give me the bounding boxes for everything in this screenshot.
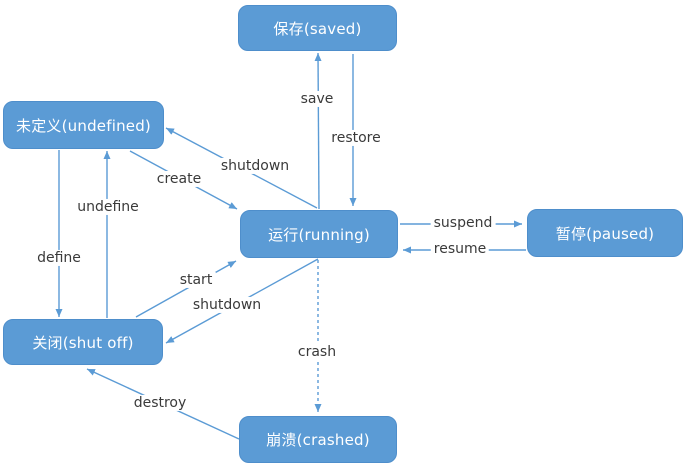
edge-label-resume: resume	[430, 240, 490, 258]
state-node-shutoff: 关闭(shut off)	[3, 319, 163, 365]
edge-start-arrow	[135, 260, 237, 318]
state-node-undefined: 未定义(undefined)	[3, 101, 164, 149]
edge-label-define: define	[34, 249, 84, 267]
edge-save-arrow	[314, 52, 322, 210]
edge-label-suspend: suspend	[430, 214, 496, 232]
state-node-saved: 保存(saved)	[238, 5, 397, 51]
edge-label-crash: crash	[294, 343, 340, 361]
edge-label-destroy: destroy	[130, 394, 190, 412]
edge-label-shutdown-bottom: shutdown	[189, 296, 265, 314]
edge-label-shutdown-top: shutdown	[217, 157, 293, 175]
state-node-crashed: 崩溃(crashed)	[239, 416, 397, 463]
edge-label-restore: restore	[328, 129, 384, 147]
state-node-paused: 暂停(paused)	[527, 209, 683, 257]
edge-label-create: create	[153, 170, 205, 188]
edge-label-undefine: undefine	[74, 198, 142, 216]
edge-label-start: start	[176, 271, 216, 289]
edge-label-save: save	[297, 90, 337, 108]
state-node-running: 运行(running)	[240, 210, 398, 258]
